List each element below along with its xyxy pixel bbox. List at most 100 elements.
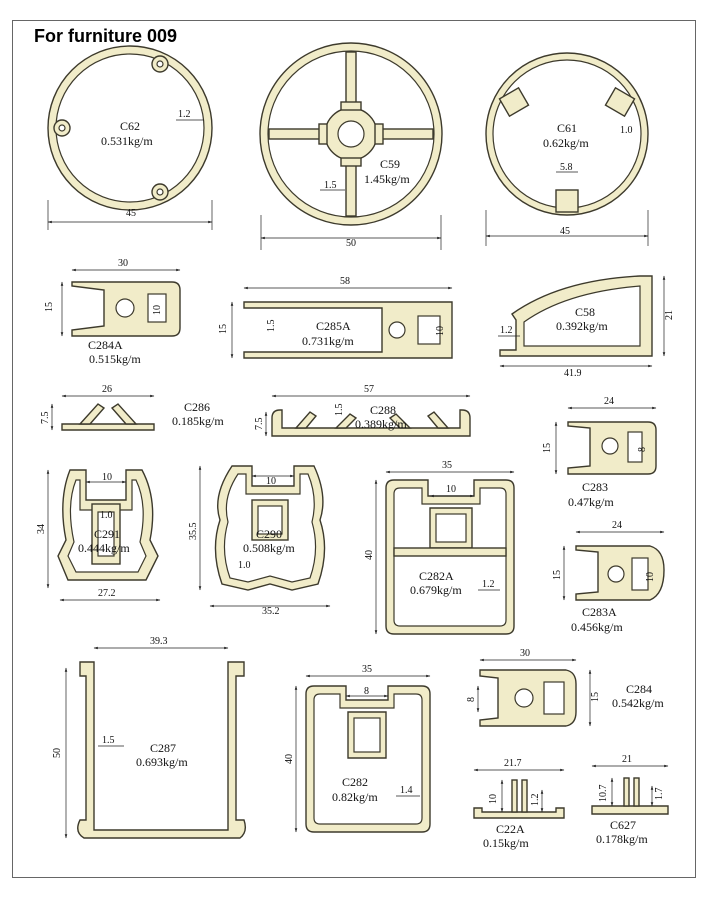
dim: 35.2 (262, 606, 280, 617)
profile-c284a: 30 15 10 C284A 0.515kg/m (44, 258, 181, 366)
profile-c286: 26 7.5 C286 0.185kg/m (40, 384, 224, 431)
profile-c284: 30 8 15 C284 0.542kg/m (466, 648, 664, 727)
profile-c290: 10 35.5 1.0 35.2 C290 0.508kg/m (188, 465, 331, 617)
profile-c61: 45 1.0 5.8 C61 0.62kg/m (485, 52, 649, 246)
dim: 10 (446, 484, 456, 495)
profile-weight: 1.45kg/m (364, 172, 410, 186)
dim: 1.0 (620, 125, 633, 136)
profile-weight: 0.62kg/m (543, 136, 589, 150)
dim: 35 (442, 460, 452, 471)
profile-c59: 50 1.5 C59 1.45kg/m (259, 42, 443, 250)
dim: 40 (364, 550, 375, 560)
profile-code: C282A (419, 569, 454, 583)
profile-weight: 0.531kg/m (101, 134, 153, 148)
profile-code: C286 (184, 400, 210, 414)
dim: 15 (542, 443, 553, 453)
profile-weight: 0.444kg/m (78, 541, 130, 555)
profile-weight: 0.392kg/m (556, 319, 608, 333)
dim: 1.0 (100, 510, 113, 521)
dim: 7.5 (254, 418, 265, 431)
dim: 40 (284, 754, 295, 764)
profile-c287: 39.3 50 1.5 C287 0.693kg/m (52, 636, 247, 839)
dim: 21 (664, 310, 675, 320)
dim: 15 (590, 692, 601, 702)
dim: 5.8 (560, 162, 573, 173)
dim: 1.2 (530, 794, 541, 807)
profile-weight: 0.731kg/m (302, 334, 354, 348)
profile-code: C285A (316, 319, 351, 333)
profile-c285a: 58 15 1.5 10 C285A 0.731kg/m (218, 276, 453, 359)
dim: 1.5 (102, 735, 115, 746)
dim: 1.5 (334, 404, 345, 417)
dim: 1.4 (400, 785, 413, 796)
dim: 7.5 (40, 412, 51, 425)
dim: 21.7 (504, 758, 522, 769)
dim: 1.5 (324, 180, 337, 191)
profile-weight: 0.679kg/m (410, 583, 462, 597)
dim: 27.2 (98, 588, 116, 599)
profile-weight: 0.693kg/m (136, 755, 188, 769)
profile-c282a: 35 10 40 1.2 C282A 0.679kg/m (364, 460, 515, 635)
profile-c22a: 21.7 10 1.2 C22A 0.15kg/m (473, 758, 565, 850)
profile-c58: 41.9 21 1.2 C58 0.392kg/m (498, 275, 675, 379)
profile-weight: 0.542kg/m (612, 696, 664, 710)
dim: 35 (362, 664, 372, 675)
profile-c283a: 24 15 10 C283A 0.456kg/m (552, 520, 665, 634)
profile-c291: 10 1.0 34 27.2 C291 0.444kg/m (36, 469, 161, 602)
dim: 1.5 (266, 320, 277, 333)
profile-c627: 21 10.7 1.7 C627 0.178kg/m (591, 754, 669, 846)
profile-weight: 0.47kg/m (568, 495, 614, 509)
dim: 45 (560, 226, 570, 237)
profile-c62: 45 1.2 C62 0.531kg/m (47, 45, 213, 230)
dim: 1.7 (654, 788, 665, 801)
dim: 21 (622, 754, 632, 765)
profile-weight: 0.82kg/m (332, 790, 378, 804)
dim: 8 (637, 447, 648, 452)
profile-code: C288 (370, 403, 396, 417)
dim: 26 (102, 384, 112, 395)
dim: 8 (466, 697, 477, 702)
dim: 24 (604, 396, 614, 407)
dim: 50 (346, 238, 356, 249)
dim: 1.2 (482, 579, 495, 590)
dim: 10 (645, 572, 656, 582)
dim: 50 (52, 748, 63, 758)
dim: 24 (612, 520, 622, 531)
profile-code: C290 (256, 527, 282, 541)
profile-code: C283A (582, 605, 617, 619)
dim: 30 (118, 258, 128, 269)
profile-weight: 0.456kg/m (571, 620, 623, 634)
profile-weight: 0.389kg/m (355, 417, 407, 431)
profile-weight: 0.515kg/m (89, 352, 141, 366)
profile-weight: 0.15kg/m (483, 836, 529, 850)
dim: 10 (266, 476, 276, 487)
profile-c288: 57 7.5 1.5 C288 0.389kg/m (254, 384, 471, 437)
profile-c283: 24 15 8 C283 0.47kg/m (542, 396, 657, 509)
profile-code: C62 (120, 119, 140, 133)
profile-code: C627 (610, 818, 636, 832)
dim: 35.5 (188, 523, 199, 541)
profile-code: C291 (94, 527, 120, 541)
profile-code: C58 (575, 305, 595, 319)
profile-code: C284A (88, 338, 123, 352)
profile-code: C284 (626, 682, 652, 696)
dim: 39.3 (150, 636, 168, 647)
dim: 1.0 (238, 560, 251, 571)
dim: 1.2 (500, 325, 513, 336)
profile-code: C22A (496, 822, 525, 836)
profile-c282: 35 8 40 1.4 C282 0.82kg/m (284, 664, 431, 833)
dim: 15 (44, 302, 55, 312)
dim: 45 (126, 208, 136, 219)
profile-code: C61 (557, 121, 577, 135)
profile-code: C282 (342, 775, 368, 789)
dim: 15 (552, 570, 563, 580)
dim: 1.2 (178, 109, 191, 120)
profile-weight: 0.508kg/m (243, 541, 295, 555)
dim: 10 (488, 794, 499, 804)
dim: 57 (364, 384, 374, 395)
dim: 15 (218, 324, 229, 334)
profile-code: C283 (582, 480, 608, 494)
dim: 41.9 (564, 368, 582, 379)
dim: 8 (364, 686, 369, 697)
